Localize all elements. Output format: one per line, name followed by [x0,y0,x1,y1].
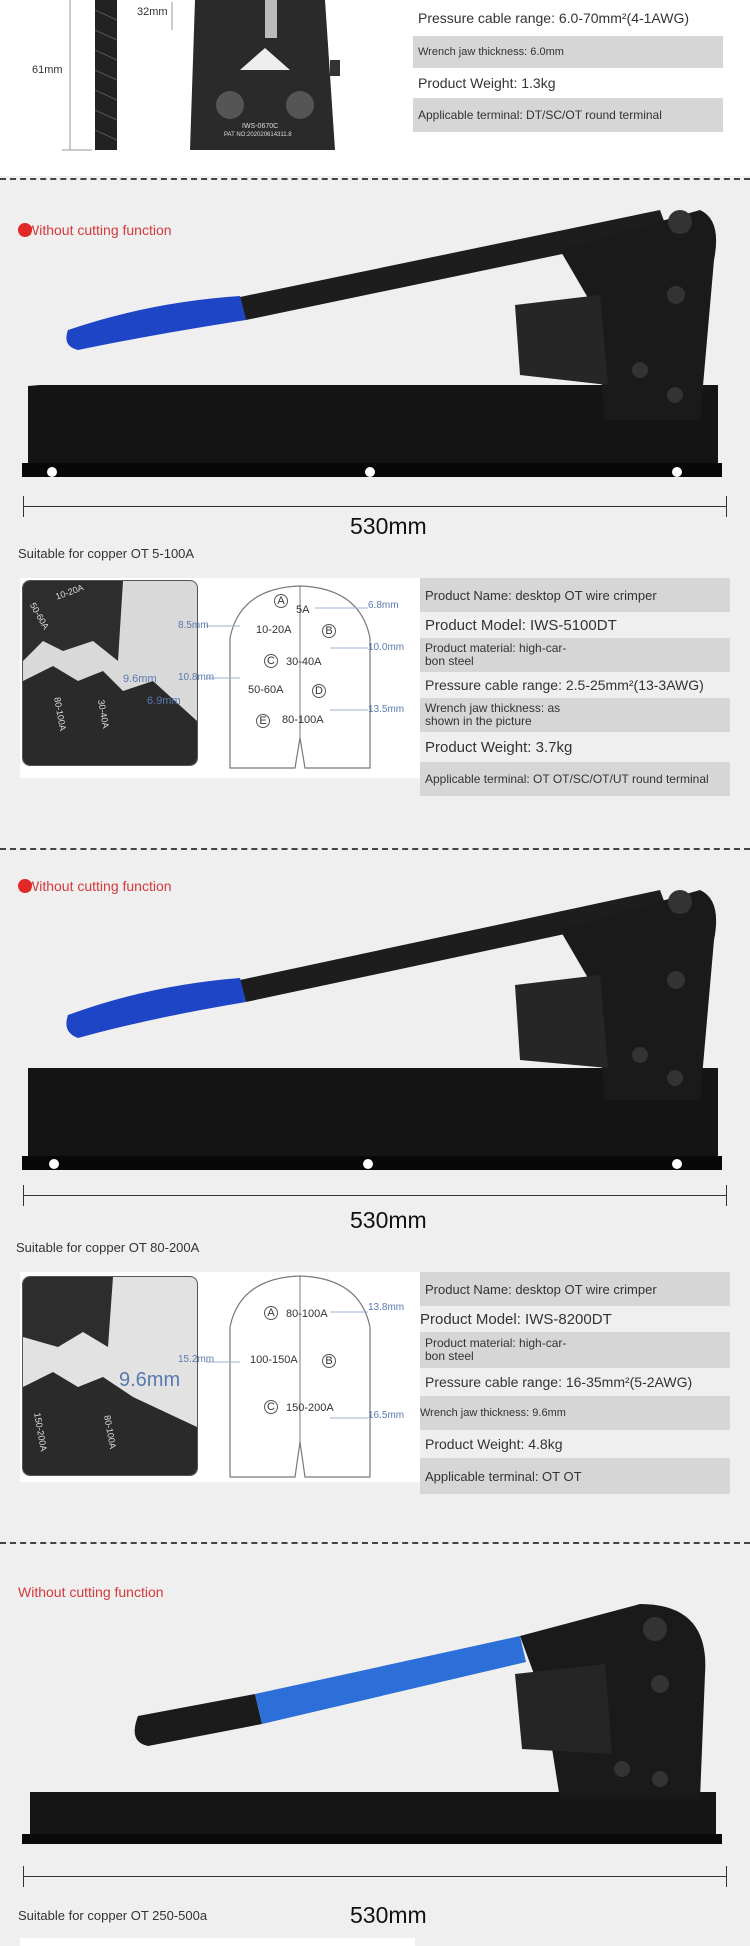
length-dimension-label: 530mm [350,1902,427,1928]
suitable-caption: Suitable for copper OT 5-100A [18,546,195,561]
plate-model-text: IWS-0670C [242,123,279,130]
jaw-dim-6-9mm: 6.9mm [147,695,181,707]
product-section-large: Without cutting function Suitable for co… [0,1544,750,1946]
suitable-caption: Suitable for copper OT 80-200A [16,1240,200,1255]
slot-range-80-100a: 80-100A [282,714,324,726]
jaw-detail-panel: 9.6mm 150-200A 80-100A A 80-100A B 100-1… [20,1272,420,1482]
spec-material: Product material: high-car-bon steel [420,1332,730,1368]
product-section-5100: Without cutting function 530mm Suitable … [0,180,750,848]
slot-outline-drawing [206,1275,371,1478]
length-dimension-line [23,1866,727,1887]
red-dot-icon [18,223,32,238]
spec-weight: Product Weight: 4.8kg [425,1436,563,1452]
slot-range-30-40a: 30-40A [286,656,322,668]
product-section-8200: Without cutting function 530mm Suitable … [0,850,750,1542]
spec-cable-range: Pressure cable range: 16-35mm²(5-2AWG) [425,1374,693,1390]
jaw-dim-9-6mm: 9.6mm [123,673,157,685]
spec-product-model: Product Model: IWS-5100DT [425,616,617,634]
size-15-2mm: 15.2mm [178,1354,215,1365]
jaw-dim-9-6mm: 9.6mm [119,1369,181,1391]
spec-cable-range: Pressure cable range: 2.5-25mm²(13-3AWG) [425,677,704,693]
slot-letter-c: C [264,654,278,668]
slot-range-100-150a: 100-150A [250,1354,298,1366]
spec-product-name: Product Name: desktop OT wire crimper [420,1272,730,1306]
size-10-8mm: 10.8mm [178,672,215,683]
spec-terminal: Applicable terminal: OT OT/SC/OT/UT roun… [420,762,730,796]
spec-table-8200: Product Name: desktop OT wire crimper Pr… [420,1272,730,1494]
crimper-product-photo [22,890,722,1170]
height-dimension: 61mm [32,64,63,76]
top-spec-table: Pressure cable range: 6.0-70mm²(4-1AWG) … [413,0,723,132]
slot-range-80-100a: 80-100A [286,1308,328,1320]
slot-range-50-60a: 50-60A [248,684,284,696]
length-dimension-line [23,496,727,517]
top-spec-thickness: Wrench jaw thickness: 6.0mm [413,36,723,68]
jaw-slot-diagram: A 5A B 10-20A C 30-40A D 50-60A E 80-100… [178,578,420,778]
slot-letter-c: C [264,1400,278,1414]
spec-terminal: Applicable terminal: OT OT [420,1458,730,1494]
suitable-caption: Suitable for copper OT 250-500a [18,1908,208,1923]
spec-jaw-thickness: Wrench jaw thickness: 9.6mm [420,1396,730,1430]
jaw-closeup-photo: 10-20A 50-60A 30-40A 80-100A 9.6mm 6.9mm [22,580,198,766]
length-dimension-label: 530mm [350,1207,427,1233]
crimper-product-photo [22,1604,722,1844]
top-product-section: 61mm 32mm IWS-0670C PAT NO:202020614311.… [0,0,750,176]
jaw-detail-panel: 10-20A 50-60A 30-40A 80-100A 9.6mm 6.9mm… [20,578,420,778]
slot-letter-d: D [312,684,326,698]
slot-letter-b: B [322,1354,336,1368]
size-6-8mm: 6.8mm [368,600,399,611]
crimper-product-photo [22,210,722,477]
slot-letter-e: E [256,714,270,728]
size-13-8mm: 13.8mm [368,1302,405,1313]
jaw-slot-diagram: A 80-100A B 100-150A C 150-200A 13.8mm 1… [178,1272,420,1482]
bottom-white-strip [20,1938,415,1946]
slot-range-150-200a: 150-200A [286,1402,334,1414]
crimper-head-drawing [62,0,340,151]
slot-outline-drawing [206,585,371,769]
length-dimension-label: 530mm [350,513,427,539]
length-dimension-line [23,1185,727,1206]
no-cut-label: Without cutting function [18,222,172,238]
slot-letter-a: A [264,1306,278,1320]
size-8-5mm: 8.5mm [178,620,209,631]
spec-material: Product material: high-car-bon steel [420,638,730,672]
plate-patent-text: PAT NO:202020614311.8 [224,132,292,138]
section-divider [0,178,750,180]
top-spec-weight: Product Weight: 1.3kg [418,75,556,91]
width-dimension: 32mm [137,6,168,18]
size-13-5mm: 13.5mm [368,704,405,715]
size-16-5mm: 16.5mm [368,1410,405,1421]
section-divider [0,848,750,850]
slot-range-5a: 5A [296,604,310,616]
section-divider [0,1542,750,1544]
top-dimension-diagram: 61mm 32mm IWS-0670C PAT NO:202020614311.… [0,0,340,160]
jaw-closeup-photo: 9.6mm 150-200A 80-100A [22,1276,198,1476]
spec-table-5100: Product Name: desktop OT wire crimper Pr… [420,578,730,796]
top-spec-range: Pressure cable range: 6.0-70mm²(4-1AWG) [418,10,690,26]
spec-weight: Product Weight: 3.7kg [425,738,573,756]
slot-letter-b: B [322,624,336,638]
red-dot-icon [18,879,32,894]
spec-product-name: Product Name: desktop OT wire crimper [420,578,730,612]
size-10-0mm: 10.0mm [368,642,405,653]
spec-product-model: Product Model: IWS-8200DT [420,1310,612,1328]
no-cut-label: Without cutting function [18,1584,164,1600]
slot-range-10-20a: 10-20A [256,624,292,636]
no-cut-label: Without cutting function [18,878,172,894]
top-spec-terminal: Applicable terminal: DT/SC/OT round term… [413,98,723,132]
slot-letter-a: A [274,594,288,608]
